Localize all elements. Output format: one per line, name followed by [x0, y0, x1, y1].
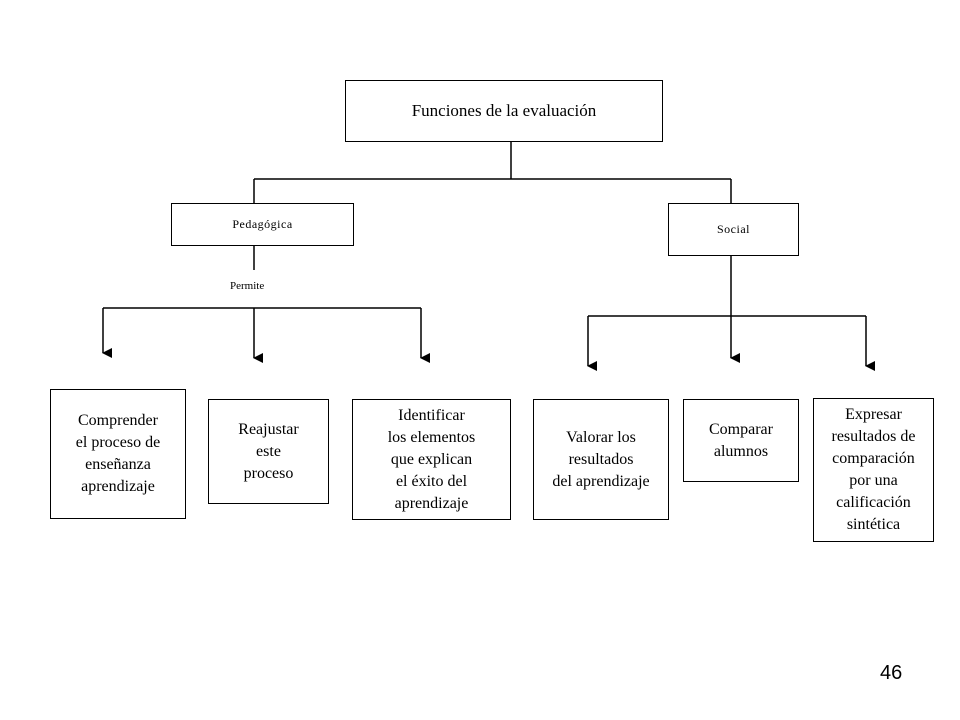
leaf-node-valorar: Valorar los resultados del aprendizaje — [533, 399, 669, 520]
branch-label-social: Social — [717, 222, 750, 236]
branch-node-social: Social — [668, 203, 799, 256]
leaf-node-identificar: Identificar los elementos que explican e… — [352, 399, 511, 520]
leaf-label: Comprender el proceso de enseñanza apren… — [75, 412, 161, 495]
root-label: Funciones de la evaluación — [411, 101, 597, 120]
branch-label-pedagogica: Pedagógica — [232, 217, 293, 231]
leaf-label: Reajustar este proceso — [238, 420, 299, 482]
leaf-node-reajustar: Reajustar este proceso — [208, 399, 329, 504]
leaf-label: Identificar los elementos que explican e… — [387, 406, 476, 512]
root-node: Funciones de la evaluación — [345, 80, 663, 142]
branch-node-pedagogica: Pedagógica — [171, 203, 354, 246]
leaf-node-comprender: Comprender el proceso de enseñanza apren… — [50, 389, 186, 519]
page-number: 46 — [880, 662, 903, 684]
leaf-node-comparar: Comparar alumnos — [683, 399, 799, 482]
leaf-label: Valorar los resultados del aprendizaje — [552, 428, 650, 490]
leaf-label: Comparar alumnos — [709, 420, 773, 460]
leaf-label: Expresar resultados de comparación por u… — [831, 406, 916, 533]
leaf-node-expresar: Expresar resultados de comparación por u… — [813, 398, 934, 542]
connector-label: Permite — [230, 280, 265, 292]
